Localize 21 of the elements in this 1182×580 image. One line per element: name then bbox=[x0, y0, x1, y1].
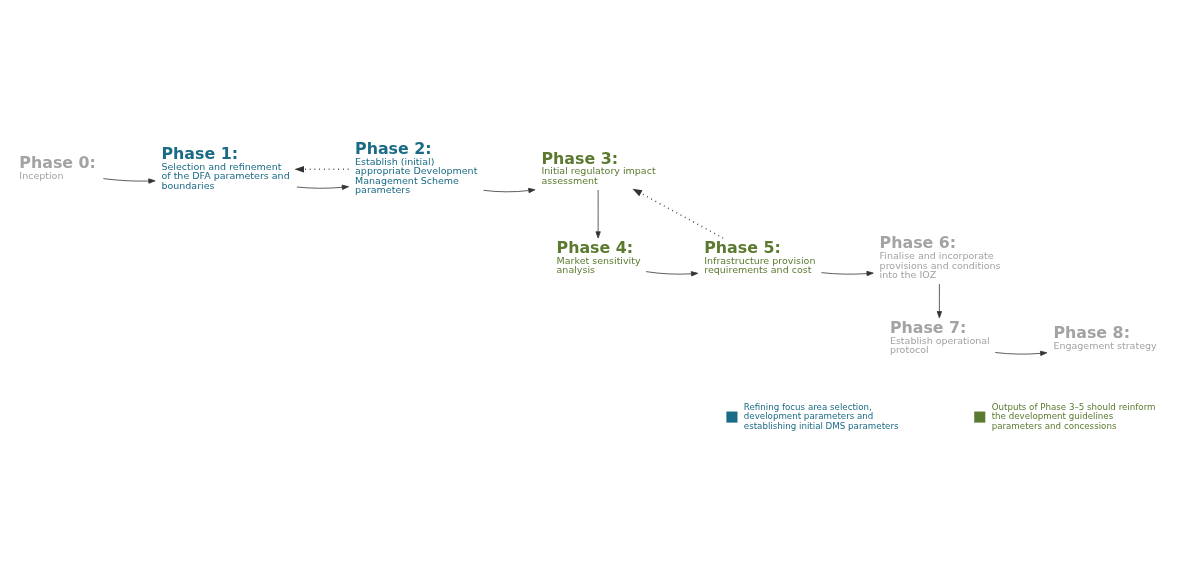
arrow bbox=[294, 165, 350, 173]
legend-label: Outputs of Phase 3–5 should reinform the development guidelines parameters and concessions bbox=[991, 401, 1156, 431]
arrow bbox=[821, 270, 874, 277]
arrow bbox=[994, 350, 1048, 356]
legend-label: Refining focus area selection, development parameters and establishing initial DMS parameters bbox=[743, 401, 899, 431]
arrow bbox=[296, 184, 349, 190]
node-text: Phase 8: Engagement strategy bbox=[1053, 322, 1157, 351]
arrow bbox=[103, 178, 156, 184]
arrow bbox=[645, 271, 699, 277]
arrow bbox=[632, 188, 724, 239]
node-text: Phase 2: Establish (initial) appropriate Development Management Scheme parameters bbox=[355, 139, 478, 196]
arrow bbox=[595, 189, 601, 239]
node-text: Phase 3: Initial regulatory impact assessment bbox=[541, 148, 656, 186]
node-text: Phase 0: Inception bbox=[19, 153, 96, 182]
node-text: Phase 4: Market sensitivity analysis bbox=[556, 238, 641, 276]
node-text: Phase 7: Establish operational protocol bbox=[889, 318, 990, 356]
arrow bbox=[936, 283, 942, 319]
node-text: Phase 6: Finalise and incorporate provisions and conditions into the IOZ bbox=[879, 233, 1001, 281]
node-text: Phase 1: Selection and refinement of the DFA parameters and boundaries bbox=[161, 143, 290, 191]
arrow bbox=[483, 187, 536, 194]
node-text: Phase 5: Infrastructure provision requirements and cost bbox=[704, 238, 816, 276]
